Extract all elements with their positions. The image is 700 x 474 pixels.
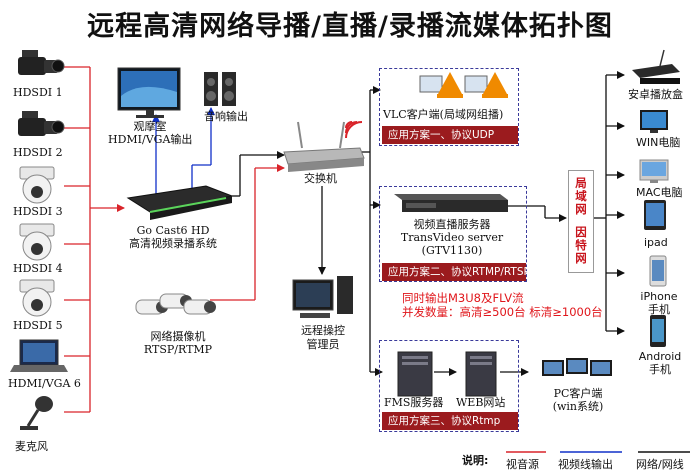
lan-char-3: 网 (575, 202, 587, 216)
server-box (379, 186, 527, 282)
pc-client-label-1: PC客户端 (553, 387, 603, 400)
scheme-1-banner: 应用方案一、协议UDP (382, 126, 518, 144)
vlc-box (379, 68, 519, 146)
hdsdi3-ptz-camera-icon (19, 166, 55, 204)
win-pc-icon (640, 110, 668, 133)
speaker-label: 音响输出 (204, 110, 248, 123)
mac-pc-icon (639, 159, 669, 183)
mac-pc-label: MAC电脑 (636, 186, 683, 199)
switch-label: 交换机 (304, 172, 337, 185)
hdsdi5-ptz-camera-icon (19, 279, 55, 317)
pc-client-label-2: (win系统) (552, 400, 604, 413)
fms-box (379, 340, 519, 432)
internet-char-3: 网 (575, 251, 587, 265)
legend-network-line: 网络/网线 (636, 458, 684, 471)
lan-char-1: 局 (575, 176, 587, 190)
legend-video-source: 视音源 (506, 458, 539, 471)
iphone-icon (649, 255, 667, 287)
video-output-lines (152, 107, 215, 196)
iphone-label-1: iPhone (640, 290, 678, 303)
monitor-label-2: HDMI/VGA输出 (108, 133, 193, 146)
android-label-2: 手机 (649, 363, 671, 376)
scheme-3-banner: 应用方案三、协议Rtmp (382, 412, 518, 430)
hdsdi2-label: HDSDI 2 (13, 146, 63, 159)
hdmi-vga6-label: HDMI/VGA 6 (8, 377, 81, 390)
source-red-lines (64, 66, 285, 413)
operator-label-1: 远程操控 (301, 324, 345, 337)
lan-char-2: 域 (575, 189, 587, 203)
diagram-title: 远程高清网络导播/直播/录播流媒体拓扑图 (87, 11, 613, 42)
legend-title: 说明: (462, 454, 489, 467)
ipad-label: ipad (644, 236, 668, 249)
android-box-label: 安卓播放盒 (628, 88, 683, 101)
laptop-icon (10, 339, 68, 372)
recorder-label-1: Go Cast6 HD (136, 224, 210, 237)
legend-video-output: 视频线输出 (558, 458, 613, 471)
lan-internet-box: 局 域 网 因 特 网 (568, 170, 594, 273)
server-label-2: TransVideo server (400, 231, 504, 244)
pc-client-icons (542, 358, 612, 376)
internet-char-1: 因 (575, 225, 587, 239)
android-phone-icon (650, 315, 666, 347)
hdsdi1-label: HDSDI 1 (13, 86, 63, 99)
admin-pc-icon (292, 276, 353, 318)
hdsdi1-camera-icon (18, 50, 65, 75)
server-label-3: (GTV1130) (421, 244, 483, 257)
android-box-icon (632, 49, 680, 84)
iphone-label-2: 手机 (648, 303, 670, 316)
android-label-1: Android (638, 350, 682, 363)
monitor-icon (117, 67, 181, 118)
vlc-icons (419, 72, 508, 98)
streaming-server-icon (394, 194, 508, 212)
ip-camera-icon (135, 293, 216, 315)
web-server-icon (465, 351, 497, 397)
concurrency-note-2: 并发数量：高清≥500台 标清≥1000台 (402, 305, 603, 319)
recorder-label-2: 高清视频录播系统 (129, 237, 217, 250)
microphone-icon (20, 396, 53, 430)
speaker-icon (204, 72, 236, 106)
internet-char-2: 特 (575, 238, 587, 252)
hdsdi4-ptz-camera-icon (19, 223, 55, 261)
ipad-icon (644, 200, 666, 230)
win-pc-label: WIN电脑 (636, 136, 681, 149)
hdsdi5-label: HDSDI 5 (13, 319, 63, 332)
scheme-2-banner: 应用方案二、协议RTMP/RTSP (382, 263, 530, 281)
monitor-label-1: 观摩室 (133, 120, 167, 133)
fms-server-icon (397, 351, 433, 397)
gocast-recorder-icon (126, 185, 234, 220)
hdsdi4-label: HDSDI 4 (13, 262, 63, 275)
server-label-1: 视频直播服务器 (413, 218, 491, 231)
vlc-label: VLC客户端(局域网组播) (383, 108, 504, 121)
mic-label: 麦克风 (15, 440, 48, 453)
switch-icon (283, 121, 365, 172)
operator-label-2: 管理员 (306, 338, 340, 351)
fms-label: FMS服务器 (384, 396, 444, 409)
web-label: WEB网站 (456, 396, 506, 409)
hdsdi2-camera-icon (18, 111, 65, 136)
ipcam-label-2: RTSP/RTMP (143, 343, 213, 356)
ipcam-label-1: 网络摄像机 (150, 330, 206, 343)
concurrency-note-1: 同时输出M3U8及FLV流 (402, 291, 524, 305)
hdsdi3-label: HDSDI 3 (13, 205, 63, 218)
